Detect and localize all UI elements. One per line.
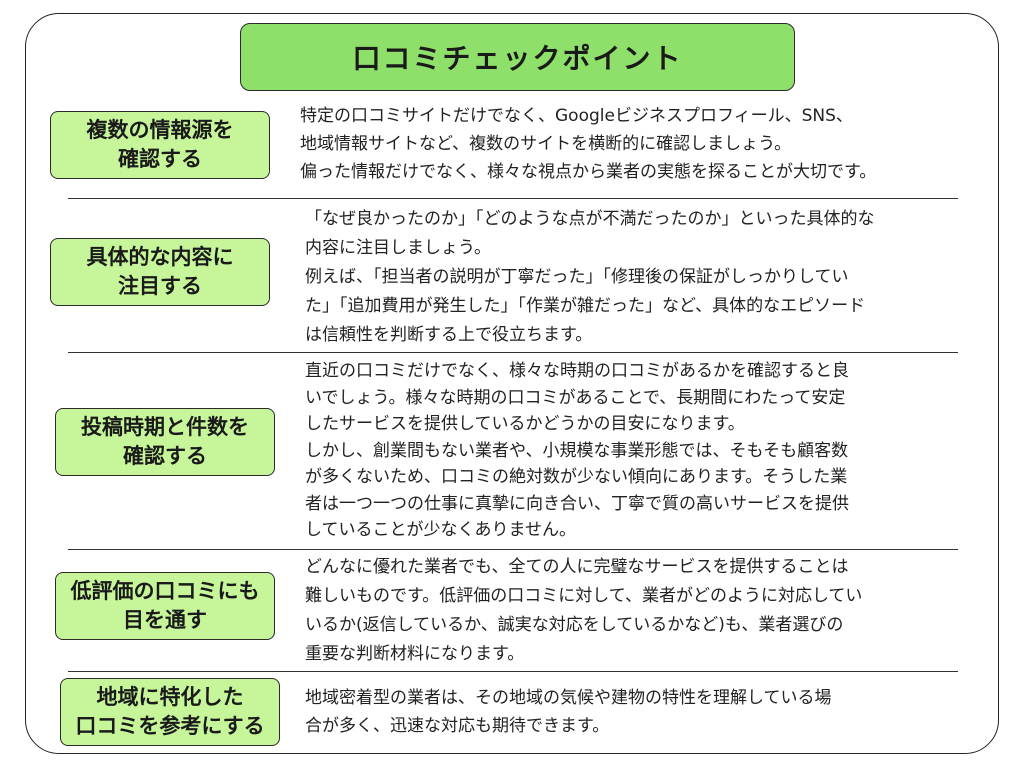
section-label-post-timing: 投稿時期と件数を 確認する — [55, 408, 275, 476]
body-line: 偏った情報だけでなく、様々な視点から業者の実態を探ることが大切です。 — [300, 162, 877, 182]
body-line: 内容に注目しましょう。 — [305, 238, 491, 258]
section-label-specific-content: 具体的な内容に 注目する — [50, 238, 270, 306]
content-frame — [25, 13, 999, 754]
body-line: 難しいものです。低評価の口コミに対して、業者がどのように対応してい — [305, 586, 863, 606]
body-line: していることが少なくありません。 — [305, 520, 576, 540]
body-line: は信頼性を判断する上で役立ちます。 — [305, 325, 593, 345]
section-label-text: 低評価の口コミにも 目を通す — [70, 579, 260, 632]
section-body-specific-content: 「なぜ良かったのか」「どのような点が不満だったのか」といった具体的な 内容に注目… — [305, 205, 875, 350]
section-body-low-ratings: どんなに優れた業者でも、全ての人に完璧なサービスを提供することは 難しいものです… — [305, 553, 862, 669]
section-divider — [68, 671, 958, 672]
section-label-text: 投稿時期と件数を 確認する — [81, 415, 249, 468]
section-divider — [68, 352, 958, 353]
page-title-text: 口コミチェックポイント — [352, 42, 683, 75]
body-line: た」「追加費用が発生した」「作業が雑だった」など、具体的なエピソード — [305, 296, 866, 316]
body-line: 地域密着型の業者は、その地域の気候や建物の特性を理解している場 — [305, 688, 832, 708]
body-line: 合が多く、迅速な対応も期待できます。 — [305, 716, 610, 736]
body-line: したサービスを提供しているかどうかの目安になります。 — [305, 414, 745, 434]
section-label-low-ratings: 低評価の口コミにも 目を通す — [55, 572, 275, 640]
body-line: 者は一つ一つの仕事に真摯に向き合い、丁寧で質の高いサービスを提供 — [305, 493, 849, 514]
section-label-multiple-sources: 複数の情報源を 確認する — [50, 111, 270, 179]
body-line: 「なぜ良かったのか」「どのような点が不満だったのか」といった具体的な — [305, 209, 875, 229]
section-label-text: 具体的な内容に 注目する — [86, 245, 234, 298]
body-line: いでしょう。様々な時期の口コミがあることで、長期間にわたって安定 — [305, 387, 846, 408]
section-body-post-timing: 直近の口コミだけでなく、様々な時期の口コミがあるかを確認すると良 いでしょう。様… — [305, 358, 849, 544]
body-line: どんなに優れた業者でも、全ての人に完璧なサービスを提供することは — [305, 557, 849, 577]
section-label-text: 複数の情報源を 確認する — [86, 118, 234, 171]
section-body-local-reviews: 地域密着型の業者は、その地域の気候や建物の特性を理解している場 合が多く、迅速な… — [305, 684, 832, 740]
section-body-multiple-sources: 特定の口コミサイトだけでなく、Googleビジネスプロフィール、SNS、 地域情… — [300, 102, 876, 186]
page-title: 口コミチェックポイント — [240, 23, 795, 91]
body-line: 特定の口コミサイトだけでなく、Googleビジネスプロフィール、SNS、 — [300, 106, 853, 126]
body-line: が多くないため、口コミの絶対数が少ない傾向にあります。そうした業 — [305, 467, 848, 487]
section-divider — [68, 549, 958, 550]
body-line: 直近の口コミだけでなく、様々な時期の口コミがあるかを確認すると良 — [305, 361, 849, 381]
section-label-local-reviews: 地域に特化した 口コミを参考にする — [60, 678, 280, 746]
body-line: 重要な判断材料になります。 — [305, 644, 525, 664]
section-divider — [68, 198, 958, 199]
body-line: 例えば、「担当者の説明が丁寧だった」「修理後の保証がしっかりしてい — [305, 267, 849, 287]
body-line: しかし、創業間もない業者や、小規模な事業形態では、そもそも顧客数 — [305, 440, 849, 461]
body-line: いるか(返信しているか、誠実な対応をしているかなど)も、業者選びの — [305, 615, 844, 635]
body-line: 地域情報サイトなど、複数のサイトを横断的に確認しましょう。 — [300, 134, 792, 154]
section-label-text: 地域に特化した 口コミを参考にする — [75, 685, 265, 738]
